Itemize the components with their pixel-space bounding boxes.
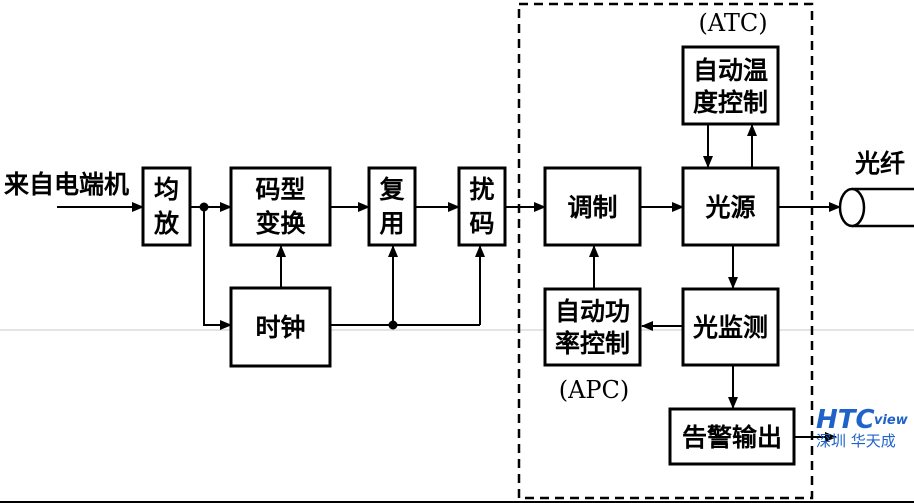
block-monitor-label: 光监测 [692,313,768,342]
block-code-convert-label-2: 变换 [255,209,306,238]
atc-annotation: (ATC) [698,9,767,37]
block-apc-label-1: 自动功 [555,297,630,326]
junction-dot [199,202,209,212]
junction-dot [388,320,398,330]
signal-lines [57,124,841,442]
block-code-convert-label-1: 码型 [255,175,305,204]
block-alarm: 告警输出 [668,407,796,466]
block-scramble-label-2: 码 [469,209,494,238]
block-multiplex-label-1: 复 [379,175,405,204]
block-alarm-label: 告警输出 [682,423,782,452]
block-atc-label-2: 度控制 [693,88,768,117]
block-light-source: 光源 [681,166,780,247]
htcview-watermark: HTC view 深圳 华天成 [816,405,909,450]
block-modulate-label: 调制 [567,193,617,222]
block-atc: 自动温 度控制 [681,45,780,126]
block-equalize: 均 放 [141,166,192,247]
watermark-subtitle: 深圳 华天成 [816,432,896,450]
block-modulate: 调制 [543,166,642,247]
transmitter-boundary [517,2,814,500]
watermark-logo-suffix: view [874,413,909,428]
block-code-convert: 码型 变换 [229,166,332,247]
output-label: 光纤 [854,149,905,178]
block-clock-label: 时钟 [255,313,305,342]
block-light-source-label: 光源 [704,193,755,222]
block-apc: 自动功 率控制 [543,287,642,367]
apc-annotation: (APC) [559,376,630,404]
block-multiplex: 复 用 [367,166,417,247]
input-label: 来自电端机 [4,170,129,199]
watermark-logo: HTC [816,405,875,435]
block-monitor: 光监测 [681,287,780,367]
block-apc-label-2: 率控制 [555,329,630,358]
block-clock: 时钟 [229,286,332,368]
block-scramble: 扰 码 [457,166,507,247]
block-equalize-label-2: 放 [153,209,180,238]
block-atc-label-1: 自动温 [693,56,768,85]
block-multiplex-label-2: 用 [379,209,404,238]
optical-fiber-icon [838,187,914,228]
block-equalize-label-1: 均 [154,175,179,204]
block-scramble-label-1: 扰 [469,175,494,204]
